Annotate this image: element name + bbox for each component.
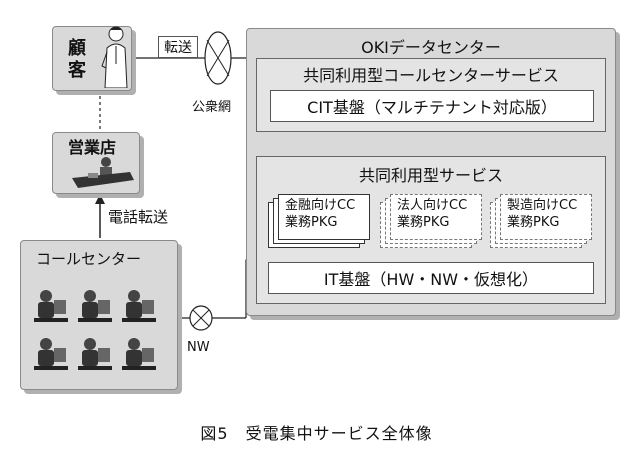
datacenter-title-text: OKIデータセンター [361,38,501,57]
cit-platform-box: CIT基盤（マルチテナント対応版） [270,90,594,122]
package-manufacturing-line2: 業務PKG [507,215,560,230]
nw-label: NW [187,340,210,355]
package-corporate: 法人向けCC 業務PKG [390,194,482,240]
figure-caption: 図5 受電集中サービス全体像 [0,420,633,444]
call-center-label: コールセンター [36,248,141,269]
transfer-tag: 転送 [158,36,198,58]
it-platform-text: IT基盤（HW・NW・仮想化） [323,270,539,289]
transfer-tag-text: 転送 [164,40,192,56]
it-platform-box: IT基盤（HW・NW・仮想化） [268,262,594,294]
sales-office-desk-icon [72,157,134,188]
phone-transfer-label-text: 電話転送 [108,208,169,226]
package-finance: 金融向けCC 業務PKG [278,194,370,240]
cit-platform-text: CIT基盤（マルチテナント対応版） [307,98,557,117]
phone-transfer-arrowhead [95,194,105,204]
shared-callcenter-service-title-text: 共同利用型コールセンターサービス [303,66,559,85]
package-finance-line2: 業務PKG [285,215,338,230]
package-manufacturing: 製造向けCC 業務PKG [500,194,592,240]
datacenter-title: OKIデータセンター [246,34,616,58]
figure-caption-text: 図5 受電集中サービス全体像 [200,424,433,443]
shared-service-title-text: 共同利用型サービス [358,166,503,185]
call-center-label-text: コールセンター [36,250,142,268]
package-manufacturing-line1: 製造向けCC [507,198,578,213]
operators-icon [34,290,156,370]
public-network-icon [204,31,232,85]
nw-icon [189,305,213,331]
phone-transfer-label: 電話転送 [108,206,168,227]
package-finance-line1: 金融向けCC [285,198,356,213]
nw-label-text: NW [187,340,210,355]
public-network-label-text: 公衆網 [192,100,232,115]
sales-office-label-text: 営業店 [68,138,117,157]
sales-office-label: 営業店 [68,134,116,158]
public-network-label: 公衆網 [192,96,231,115]
package-corporate-line1: 法人向けCC [397,198,468,213]
customer-label-text: 顧客 [68,38,86,81]
shared-callcenter-service-title: 共同利用型コールセンターサービス [256,62,606,86]
package-corporate-line2: 業務PKG [397,215,450,230]
shared-service-title: 共同利用型サービス [256,162,606,186]
customer-label: 顧客 [68,38,92,82]
customer-person-icon [101,26,128,88]
